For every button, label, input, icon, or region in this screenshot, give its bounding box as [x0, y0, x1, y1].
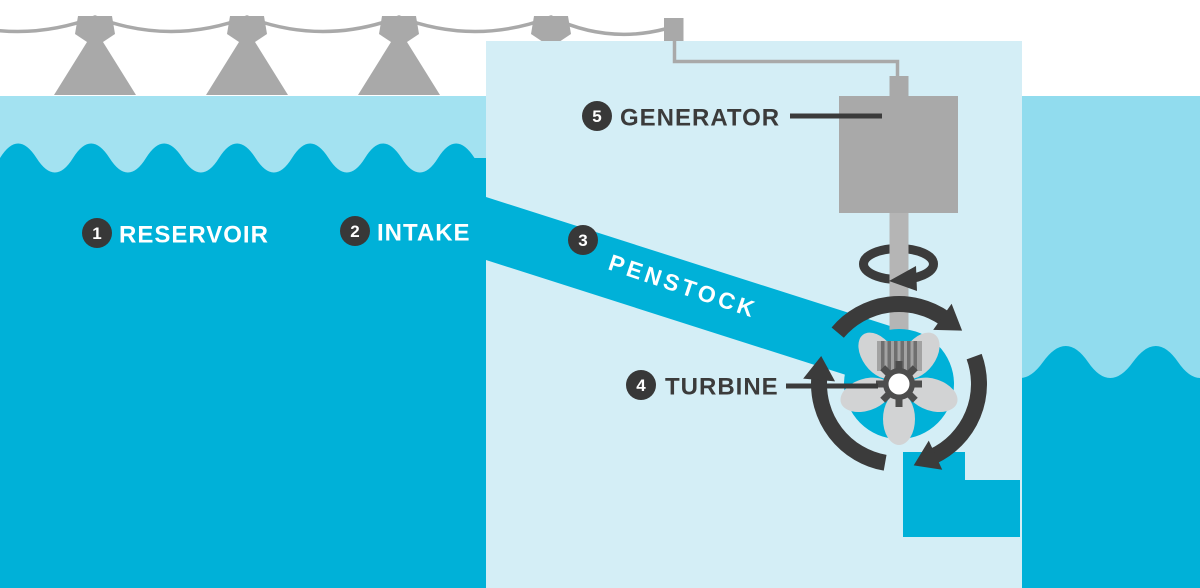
turbine-blade [883, 393, 915, 445]
label-text: RESERVOIR [119, 222, 269, 249]
coupling-ribs [881, 341, 917, 371]
badge [82, 218, 112, 248]
badge [568, 225, 598, 255]
transformer-box-icon [664, 18, 684, 41]
label-generator: 5 GENERATOR [582, 101, 882, 132]
badge-number: 2 [350, 222, 359, 241]
turbine-gear-icon [876, 361, 922, 407]
tailrace-water [998, 346, 1200, 588]
power-feed-line [672, 41, 900, 77]
label-turbine: 4 TURBINE [626, 370, 878, 401]
label-reservoir: 1 RESERVOIR [82, 218, 269, 249]
rotation-arrows-icon [798, 296, 999, 479]
badge-number: 1 [92, 224, 101, 243]
shaft-rotation-arrowhead-icon [889, 266, 917, 291]
label-text: INTAKE [377, 220, 471, 247]
generator-terminal [889, 76, 909, 98]
pylon-icon [54, 16, 136, 95]
label-intake: 2 INTAKE [340, 216, 471, 247]
gear-hub [888, 373, 910, 395]
badge-number: 3 [578, 231, 587, 250]
label-text: TURBINE [665, 374, 779, 401]
badge [626, 370, 656, 400]
pointer-line [790, 113, 882, 119]
badge [582, 101, 612, 131]
label-text: GENERATOR [620, 105, 780, 132]
badge [340, 216, 370, 246]
pointer-line [786, 383, 878, 389]
badge-number: 4 [636, 376, 646, 395]
pylon-icon [206, 16, 288, 95]
pylon-icon [358, 16, 440, 95]
reservoir-water [0, 143, 487, 588]
shaft-coupling [877, 341, 922, 371]
draft-tube [903, 452, 1020, 537]
badge-number: 5 [592, 107, 601, 126]
